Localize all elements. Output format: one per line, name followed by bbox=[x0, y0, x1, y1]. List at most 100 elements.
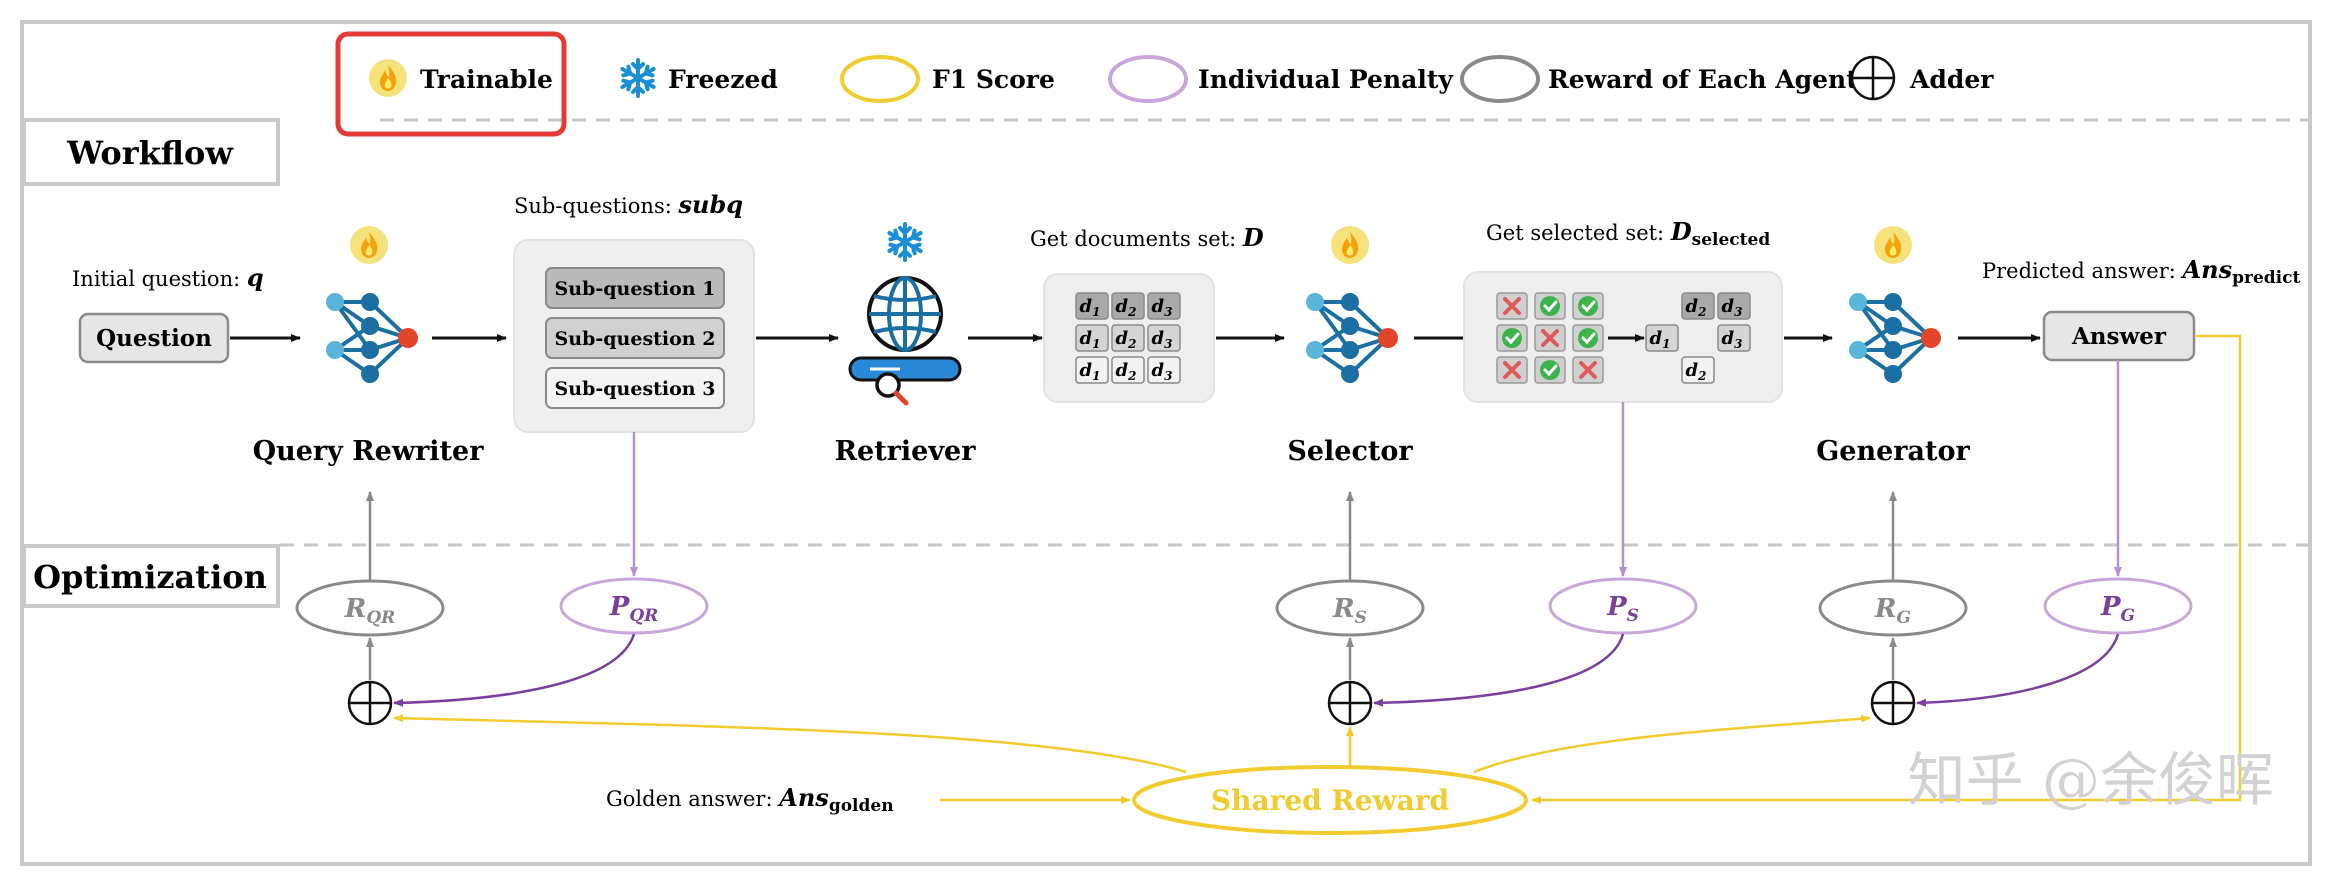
predicted-answer-label: Predicted answer: Anspredict bbox=[1982, 255, 2300, 288]
selected-doc-cell: d3 bbox=[1717, 292, 1751, 320]
subq-item-3 bbox=[545, 367, 725, 409]
svg-text:d1: d1 bbox=[1080, 328, 1101, 351]
adder-icon bbox=[1850, 55, 1896, 101]
svg-text:d2: d2 bbox=[1116, 360, 1137, 383]
docs-label: Get documents set: D bbox=[1030, 223, 1264, 252]
arrow-answer-to-shared bbox=[1531, 334, 2242, 804]
reward-ellipse-icon bbox=[1460, 55, 1540, 103]
penalty-ellipse-icon bbox=[1108, 55, 1188, 103]
subq-item-3-label: Sub-question 3 bbox=[555, 378, 716, 400]
workflow-tab bbox=[22, 118, 280, 186]
cross-icon bbox=[1533, 323, 1567, 353]
doc-cell: d3 bbox=[1147, 324, 1181, 352]
doc-cell: d1 bbox=[1075, 324, 1109, 352]
subq-item-2 bbox=[545, 317, 725, 359]
check-icon bbox=[1571, 291, 1605, 321]
selected-label: Get selected set: Dselected bbox=[1486, 217, 1770, 250]
legend: Trainable Freezed F1 Score Individual Pe… bbox=[335, 31, 1994, 137]
cross-icon bbox=[1495, 291, 1529, 321]
svg-text:d2: d2 bbox=[1686, 360, 1707, 383]
arrow-shared-to-adder-qr bbox=[393, 714, 1187, 774]
doc-cell: d1 bbox=[1075, 356, 1109, 384]
svg-text:d3: d3 bbox=[1152, 328, 1173, 351]
generator-flame-icon bbox=[1874, 226, 1912, 264]
doc-cell: d3 bbox=[1147, 356, 1181, 384]
reward-qr-ellipse bbox=[295, 579, 445, 637]
svg-text:d3: d3 bbox=[1722, 296, 1743, 319]
reward-g-ellipse bbox=[1818, 579, 1968, 637]
penalty-qr-ellipse bbox=[559, 577, 709, 635]
optimization-tab bbox=[22, 544, 280, 608]
svg-text:d3: d3 bbox=[1722, 328, 1743, 351]
retriever-globe-icon bbox=[848, 276, 962, 406]
check-icon bbox=[1571, 323, 1605, 353]
query-rewriter-agent-icon bbox=[324, 291, 420, 385]
arrow-penalty-qr-to-adder bbox=[393, 633, 636, 707]
golden-answer-label: Golden answer: Ansgolden bbox=[606, 783, 894, 816]
legend-penalty: Individual Penalty bbox=[1198, 65, 1454, 94]
check-icon bbox=[1533, 291, 1567, 321]
selector-flame-icon bbox=[1331, 226, 1369, 264]
f1-ellipse-icon bbox=[840, 55, 920, 103]
shared-reward-ellipse bbox=[1132, 765, 1528, 835]
initial-question-label: Initial question: q bbox=[72, 263, 264, 292]
subq-item-1 bbox=[545, 267, 725, 309]
penalty-s-label: PS bbox=[1606, 592, 1639, 626]
svg-text:d1: d1 bbox=[1650, 328, 1671, 351]
legend-f1: F1 Score bbox=[932, 65, 1055, 94]
workflow-title: Workflow bbox=[66, 134, 234, 172]
question-box bbox=[78, 312, 230, 364]
optimization-title: Optimization bbox=[33, 558, 267, 596]
selection-matrix bbox=[1495, 291, 1605, 385]
subq-label: Sub-questions: subq bbox=[514, 190, 743, 219]
trainable-highlight-box bbox=[335, 31, 567, 137]
selected-doc-cell: d1 bbox=[1645, 324, 1679, 352]
penalty-qr-label: PQR bbox=[609, 592, 659, 626]
doc-cell: d1 bbox=[1075, 292, 1109, 320]
penalty-s-ellipse bbox=[1548, 577, 1698, 635]
reward-g-label: RG bbox=[1874, 594, 1911, 628]
doc-cell: d3 bbox=[1147, 292, 1181, 320]
retriever-snowflake-icon bbox=[887, 222, 923, 262]
selected-doc-cell: d2 bbox=[1681, 356, 1715, 384]
adder-g-icon bbox=[1870, 680, 1916, 726]
legend-freezed: Freezed bbox=[668, 65, 778, 94]
doc-cell: d2 bbox=[1111, 292, 1145, 320]
generator-label: Generator bbox=[1816, 436, 1970, 467]
adder-s-icon bbox=[1327, 680, 1373, 726]
shared-reward-label: Shared Reward bbox=[1211, 784, 1449, 817]
selector-label: Selector bbox=[1287, 436, 1413, 467]
reward-qr-label: RQR bbox=[344, 594, 396, 628]
svg-text:d2: d2 bbox=[1686, 296, 1707, 319]
reward-s-ellipse bbox=[1275, 579, 1425, 637]
rewriter-flame-icon bbox=[350, 226, 388, 264]
outer-frame bbox=[20, 20, 2312, 866]
arrow-penalty-g-to-adder bbox=[1916, 633, 2120, 707]
penalty-g-ellipse bbox=[2043, 577, 2193, 635]
watermark: 知乎 @余俊晖 bbox=[1908, 746, 2274, 814]
question-box-label: Question bbox=[96, 325, 212, 352]
generator-agent-icon bbox=[1847, 291, 1943, 385]
svg-text:d1: d1 bbox=[1080, 296, 1101, 319]
adder-qr-icon bbox=[347, 680, 393, 726]
doc-cell: d2 bbox=[1111, 324, 1145, 352]
retriever-label: Retriever bbox=[835, 436, 977, 467]
selected-doc-cell: d3 bbox=[1717, 324, 1751, 352]
subq-item-2-label: Sub-question 2 bbox=[555, 328, 716, 350]
reward-s-label: RS bbox=[1332, 594, 1367, 628]
penalty-g-label: PG bbox=[2100, 592, 2135, 626]
svg-text:d3: d3 bbox=[1152, 360, 1173, 383]
check-icon bbox=[1533, 355, 1567, 385]
cross-icon bbox=[1571, 355, 1605, 385]
arrow-penalty-s-to-adder bbox=[1373, 633, 1625, 707]
doc-cell: d2 bbox=[1111, 356, 1145, 384]
docs-grid: d1 d2 d3 d1 d2 d3 d1 d2 d3 bbox=[1075, 292, 1181, 384]
svg-text:d1: d1 bbox=[1080, 360, 1101, 383]
svg-text:d2: d2 bbox=[1116, 296, 1137, 319]
arrow-shared-to-adder-g bbox=[1473, 714, 1871, 774]
cross-icon bbox=[1495, 355, 1529, 385]
legend-reward: Reward of Each Agent bbox=[1548, 65, 1858, 94]
svg-text:d2: d2 bbox=[1116, 328, 1137, 351]
svg-text:d3: d3 bbox=[1152, 296, 1173, 319]
